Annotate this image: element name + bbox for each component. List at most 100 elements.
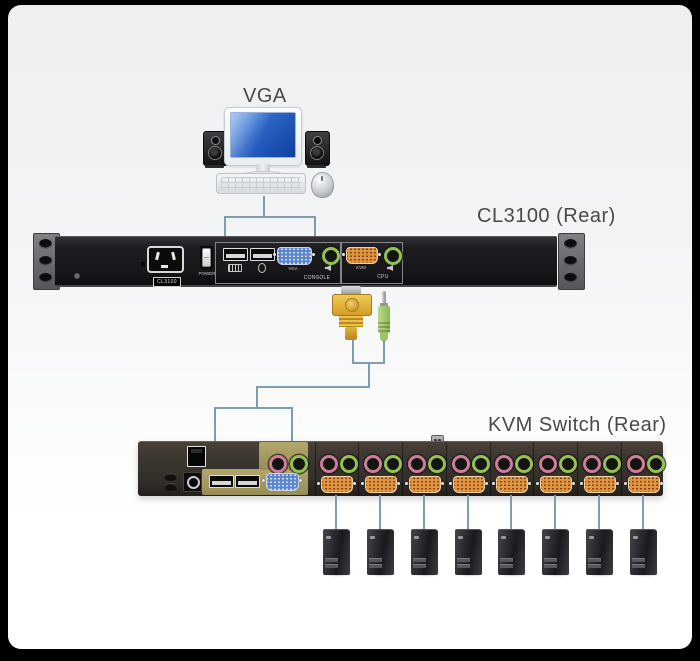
- vent-oval: [164, 483, 177, 491]
- cpu-kvm-port: [496, 476, 528, 493]
- cpu-mic-jack: [495, 455, 513, 473]
- console-usb-port: [235, 475, 260, 488]
- cl3100-rear-panel: CL3100 POWER VGA CONSOLE: [55, 236, 557, 287]
- connection-wire: [214, 407, 216, 441]
- power-button-icon: [545, 536, 550, 539]
- section-divider: [577, 442, 578, 496]
- woofer-icon: [310, 146, 324, 160]
- speaker-icon: [387, 265, 393, 271]
- mouse-icon: [258, 263, 266, 273]
- console-mic-jack: [269, 455, 287, 473]
- console-section-label: CONSOLE: [303, 275, 331, 281]
- connection-wire: [423, 495, 425, 530]
- speaker-icon: [325, 265, 331, 271]
- port-screw: [397, 482, 400, 485]
- drive-bay: [325, 564, 338, 568]
- drive-bay: [544, 564, 557, 568]
- port-screw: [273, 253, 276, 256]
- vga-cable-tip: [345, 327, 357, 340]
- audio-plug-taper: [380, 332, 388, 341]
- power-button-icon: [589, 536, 594, 539]
- section-divider: [490, 442, 491, 496]
- vga-cable-cap: [341, 286, 361, 295]
- cpu-kvm-port: [346, 247, 378, 264]
- power-button-icon: [326, 536, 331, 539]
- console-vga-port: [277, 247, 312, 265]
- drive-bay: [500, 558, 513, 562]
- vent-hole: [141, 262, 145, 266]
- port-screw: [317, 482, 320, 485]
- connection-wire: [263, 196, 265, 217]
- port-screw: [262, 479, 265, 482]
- cpu-mic-jack: [583, 455, 601, 473]
- mouse-graphic: [311, 172, 334, 198]
- power-switch: [200, 246, 213, 269]
- usb-mouse-port: [250, 248, 275, 261]
- connection-wire: [383, 340, 385, 364]
- drive-bay: [457, 558, 470, 562]
- cpu-speaker-jack: [515, 455, 533, 473]
- monitor-screen: [230, 112, 296, 158]
- computer-tower: [411, 529, 438, 575]
- connection-wire: [291, 407, 293, 441]
- connection-wire: [467, 495, 469, 530]
- drive-bay: [369, 558, 382, 562]
- connection-wire: [598, 495, 600, 530]
- cpu-kvm-port: [453, 476, 485, 493]
- bracket-hole: [564, 239, 577, 249]
- port-screw: [624, 482, 627, 485]
- speaker-base: [205, 165, 224, 168]
- cpu-kvm-port: [540, 476, 572, 493]
- computer-tower: [542, 529, 569, 575]
- port-screw: [616, 482, 619, 485]
- drive-bay: [544, 558, 557, 562]
- connection-wire: [214, 407, 293, 409]
- port-screw: [299, 479, 302, 482]
- cpu-mic-jack: [364, 455, 382, 473]
- vga-cable-ribs: [339, 316, 363, 327]
- cl3100-nameplate: CL3100: [153, 277, 181, 287]
- console-usb-port: [209, 475, 234, 488]
- monitor-stand-neck: [256, 164, 270, 173]
- cpu-speaker-jack: [559, 455, 577, 473]
- cpu-speaker-jack: [603, 455, 621, 473]
- connection-wire: [510, 495, 512, 530]
- computer-tower: [498, 529, 525, 575]
- cpu-speaker-jack: [384, 455, 402, 473]
- diagram-sheet: VGA CL3100 (Rear): [8, 5, 692, 649]
- cpu-kvm-port: [409, 476, 441, 493]
- audio-plug-collar: [380, 303, 388, 307]
- tweeter-icon: [211, 136, 220, 145]
- keyboard-icon: [228, 264, 242, 272]
- cpu-mic-jack: [408, 455, 426, 473]
- connection-wire: [256, 386, 370, 388]
- tweeter-icon: [313, 136, 322, 145]
- bracket-hole: [39, 239, 52, 249]
- drive-bay: [588, 564, 601, 568]
- cpu-section-label: CPU: [377, 274, 389, 280]
- console-audio-jack: [322, 247, 340, 265]
- kvm-switch-label: KVM Switch (Rear): [488, 414, 667, 436]
- console-speaker-jack: [290, 455, 308, 473]
- rack-bracket-right: [558, 233, 585, 290]
- port-screw: [572, 482, 575, 485]
- cpu-speaker-jack: [472, 455, 490, 473]
- audio-plug-body: [378, 306, 390, 333]
- power-button-icon: [458, 536, 463, 539]
- power-button-icon: [370, 536, 375, 539]
- connection-wire: [256, 386, 258, 409]
- speaker-base: [307, 165, 326, 168]
- section-divider: [315, 442, 316, 496]
- section-divider: [621, 442, 622, 496]
- keyboard-keys: [221, 177, 301, 190]
- ac-power-inlet: [147, 246, 184, 273]
- drive-bay: [588, 558, 601, 562]
- computer-tower: [630, 529, 657, 575]
- kvm-switch-rear-panel: [138, 441, 665, 496]
- usb-keyboard-port: [223, 248, 248, 261]
- port-screw: [660, 482, 663, 485]
- cpu-vga-label: KVM: [356, 265, 366, 270]
- port-screw: [536, 482, 539, 485]
- power-switch-label: POWER: [198, 271, 216, 276]
